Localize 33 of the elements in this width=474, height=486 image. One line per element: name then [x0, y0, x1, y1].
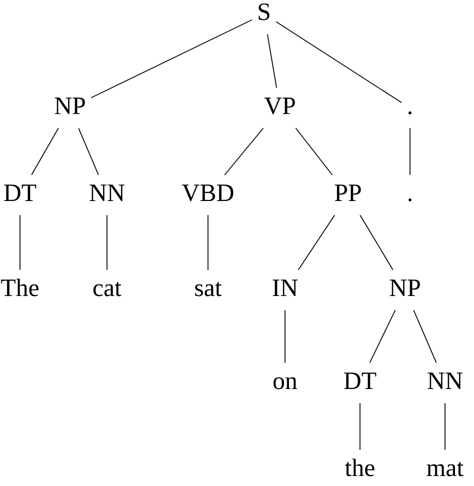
tree-branch — [78, 128, 99, 176]
tree-branch — [90, 19, 252, 98]
tree-label: mat — [426, 462, 464, 476]
tree-label: cat — [93, 282, 122, 296]
tree-branch — [266, 34, 278, 88]
tree-branch — [224, 128, 264, 176]
tree-label: . — [408, 111, 412, 114]
tree-branch — [444, 402, 446, 450]
tree-branch — [295, 128, 333, 176]
tree-label: VBD — [182, 184, 234, 202]
tree-branch — [284, 310, 286, 364]
tree-branch — [413, 310, 437, 364]
tree-label: . — [408, 198, 412, 202]
tree-label: sat — [195, 282, 222, 296]
tree-label: NN — [428, 372, 462, 389]
tree-label: on — [274, 377, 298, 390]
tree-label: PP — [334, 184, 361, 201]
tree-label: NP — [54, 98, 85, 114]
tree-label: DT — [344, 372, 376, 390]
tree-label: NP — [390, 280, 420, 296]
tree-branch — [360, 214, 394, 270]
tree-label: IN — [272, 280, 298, 296]
tree-branch — [298, 214, 336, 270]
tree-branch — [369, 310, 396, 364]
tree-label: the — [345, 458, 374, 476]
tree-label: DT — [4, 184, 36, 202]
tree-label: S — [258, 4, 270, 20]
tree-label: VP — [264, 98, 295, 114]
tree-branch — [31, 128, 59, 176]
tree-label: NN — [90, 184, 124, 201]
tree-branch — [276, 21, 402, 104]
tree-branch — [106, 214, 108, 270]
tree-label: The — [1, 278, 38, 296]
